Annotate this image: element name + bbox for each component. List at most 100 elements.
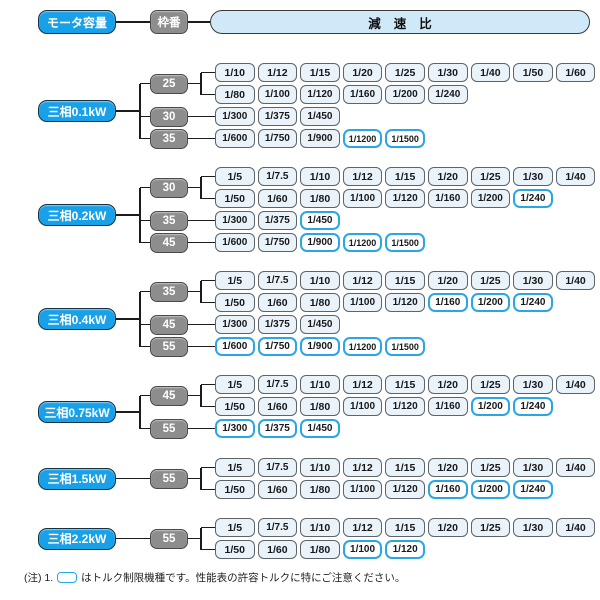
ratio-box: 1/5	[215, 458, 255, 477]
ratio-box: 1/1500	[385, 129, 425, 148]
frame-number-box: 55	[150, 336, 188, 357]
ratio-box: 1/1200	[342, 129, 383, 148]
ratio-box: 1/30	[513, 271, 553, 290]
connector-line	[188, 219, 215, 222]
ratio-box: 1/900	[300, 129, 340, 148]
connector-line	[188, 115, 215, 118]
ratio-box: 1/100	[342, 189, 383, 208]
ratio-box: 1/160	[428, 480, 468, 499]
connector-line	[116, 318, 140, 320]
ratio-box: 1/100	[342, 397, 383, 416]
connector-line	[200, 176, 202, 199]
ratio-box: 1/25	[470, 271, 511, 290]
ratio-box: 1/40	[470, 63, 511, 82]
connector-line	[188, 427, 215, 430]
capacity-label: 三相0.75kW	[38, 401, 116, 423]
connector-line	[188, 323, 215, 326]
ratio-box: 1/7.5	[257, 458, 298, 477]
ratio-box: 1/40	[555, 271, 596, 290]
ratio-box: 1/1200	[342, 337, 383, 356]
ratio-box: 1/12	[342, 167, 383, 186]
connector-line	[140, 427, 150, 430]
frame-number-box: 45	[150, 314, 188, 335]
header-frame-number: 枠番	[150, 10, 188, 34]
ratio-box: 1/20	[428, 167, 468, 186]
frame-number-box: 55	[150, 468, 188, 489]
connector-line	[140, 241, 150, 244]
connector-line	[116, 477, 150, 480]
connector-line	[188, 82, 201, 85]
ratio-box: 1/450	[300, 419, 340, 438]
ratio-box: 1/10	[215, 63, 255, 82]
ratio-box: 1/15	[385, 167, 425, 186]
ratio-box: 1/300	[215, 211, 255, 230]
ratio-box: 1/15	[300, 63, 340, 82]
ratio-box: 1/60	[257, 540, 298, 559]
connector-line	[201, 548, 215, 551]
ratio-box: 1/80	[215, 85, 255, 104]
connector-line	[188, 21, 210, 23]
ratio-box: 1/60	[257, 480, 298, 499]
ratio-box: 1/375	[257, 107, 298, 126]
torque-limited-legend-icon	[57, 571, 78, 583]
capacity-label: 三相1.5kW	[38, 467, 116, 490]
connector-line	[140, 137, 150, 140]
ratio-box: 1/120	[385, 293, 425, 312]
connector-line	[201, 488, 215, 491]
ratio-box: 1/50	[513, 63, 553, 82]
connector-line	[201, 383, 215, 386]
connector-line	[140, 82, 150, 85]
ratio-box: 1/120	[300, 85, 340, 104]
connector-line	[200, 72, 202, 95]
capacity-label: 三相2.2kW	[38, 527, 116, 550]
ratio-box: 1/600	[215, 337, 255, 356]
connector-line	[188, 186, 201, 189]
ratio-box: 1/450	[300, 211, 340, 230]
ratio-box: 1/25	[385, 63, 425, 82]
ratio-box: 1/50	[215, 480, 255, 499]
connector-line	[139, 395, 141, 429]
ratio-box: 1/80	[300, 293, 340, 312]
connector-line	[201, 71, 215, 74]
ratio-box: 1/160	[428, 189, 468, 208]
ratio-box: 1/60	[257, 293, 298, 312]
ratio-box: 1/20	[428, 518, 468, 537]
ratio-box: 1/80	[300, 480, 340, 499]
connector-line	[201, 466, 215, 469]
ratio-box: 1/600	[215, 129, 255, 148]
ratio-box: 1/80	[300, 189, 340, 208]
ratio-box: 1/50	[215, 189, 255, 208]
capacity-label: 三相0.2kW	[38, 204, 116, 226]
connector-line	[140, 323, 150, 326]
ratio-box: 1/900	[300, 233, 340, 252]
ratio-box: 1/240	[513, 189, 553, 208]
connector-line	[140, 345, 150, 348]
ratio-box: 1/7.5	[257, 271, 298, 290]
ratio-box: 1/200	[470, 480, 511, 499]
capacity-label: 三相0.4kW	[38, 308, 116, 330]
connector-line	[200, 467, 202, 490]
ratio-box: 1/40	[555, 167, 596, 186]
ratio-box: 1/5	[215, 375, 255, 394]
ratio-box: 1/5	[215, 167, 255, 186]
ratio-box: 1/160	[428, 293, 468, 312]
connector-line	[188, 394, 201, 397]
footnote: (注) 1. はトルク制限機種です。性能表の許容トルクに特にご注意ください。	[24, 570, 405, 584]
ratio-box: 1/20	[428, 271, 468, 290]
frame-number-box: 45	[150, 232, 188, 253]
frame-number-box: 55	[150, 528, 188, 549]
ratio-box: 1/20	[428, 458, 468, 477]
connector-line	[188, 137, 215, 140]
connector-line	[200, 384, 202, 407]
connector-line	[188, 537, 201, 540]
ratio-box: 1/200	[470, 293, 511, 312]
ratio-box: 1/30	[513, 458, 553, 477]
ratio-box: 1/375	[257, 211, 298, 230]
header-motor-capacity: モータ容量	[38, 10, 116, 34]
ratio-box: 1/375	[257, 419, 298, 438]
ratio-box: 1/15	[385, 458, 425, 477]
ratio-box: 1/750	[257, 129, 298, 148]
connector-line	[116, 21, 150, 23]
ratio-box: 1/25	[470, 518, 511, 537]
